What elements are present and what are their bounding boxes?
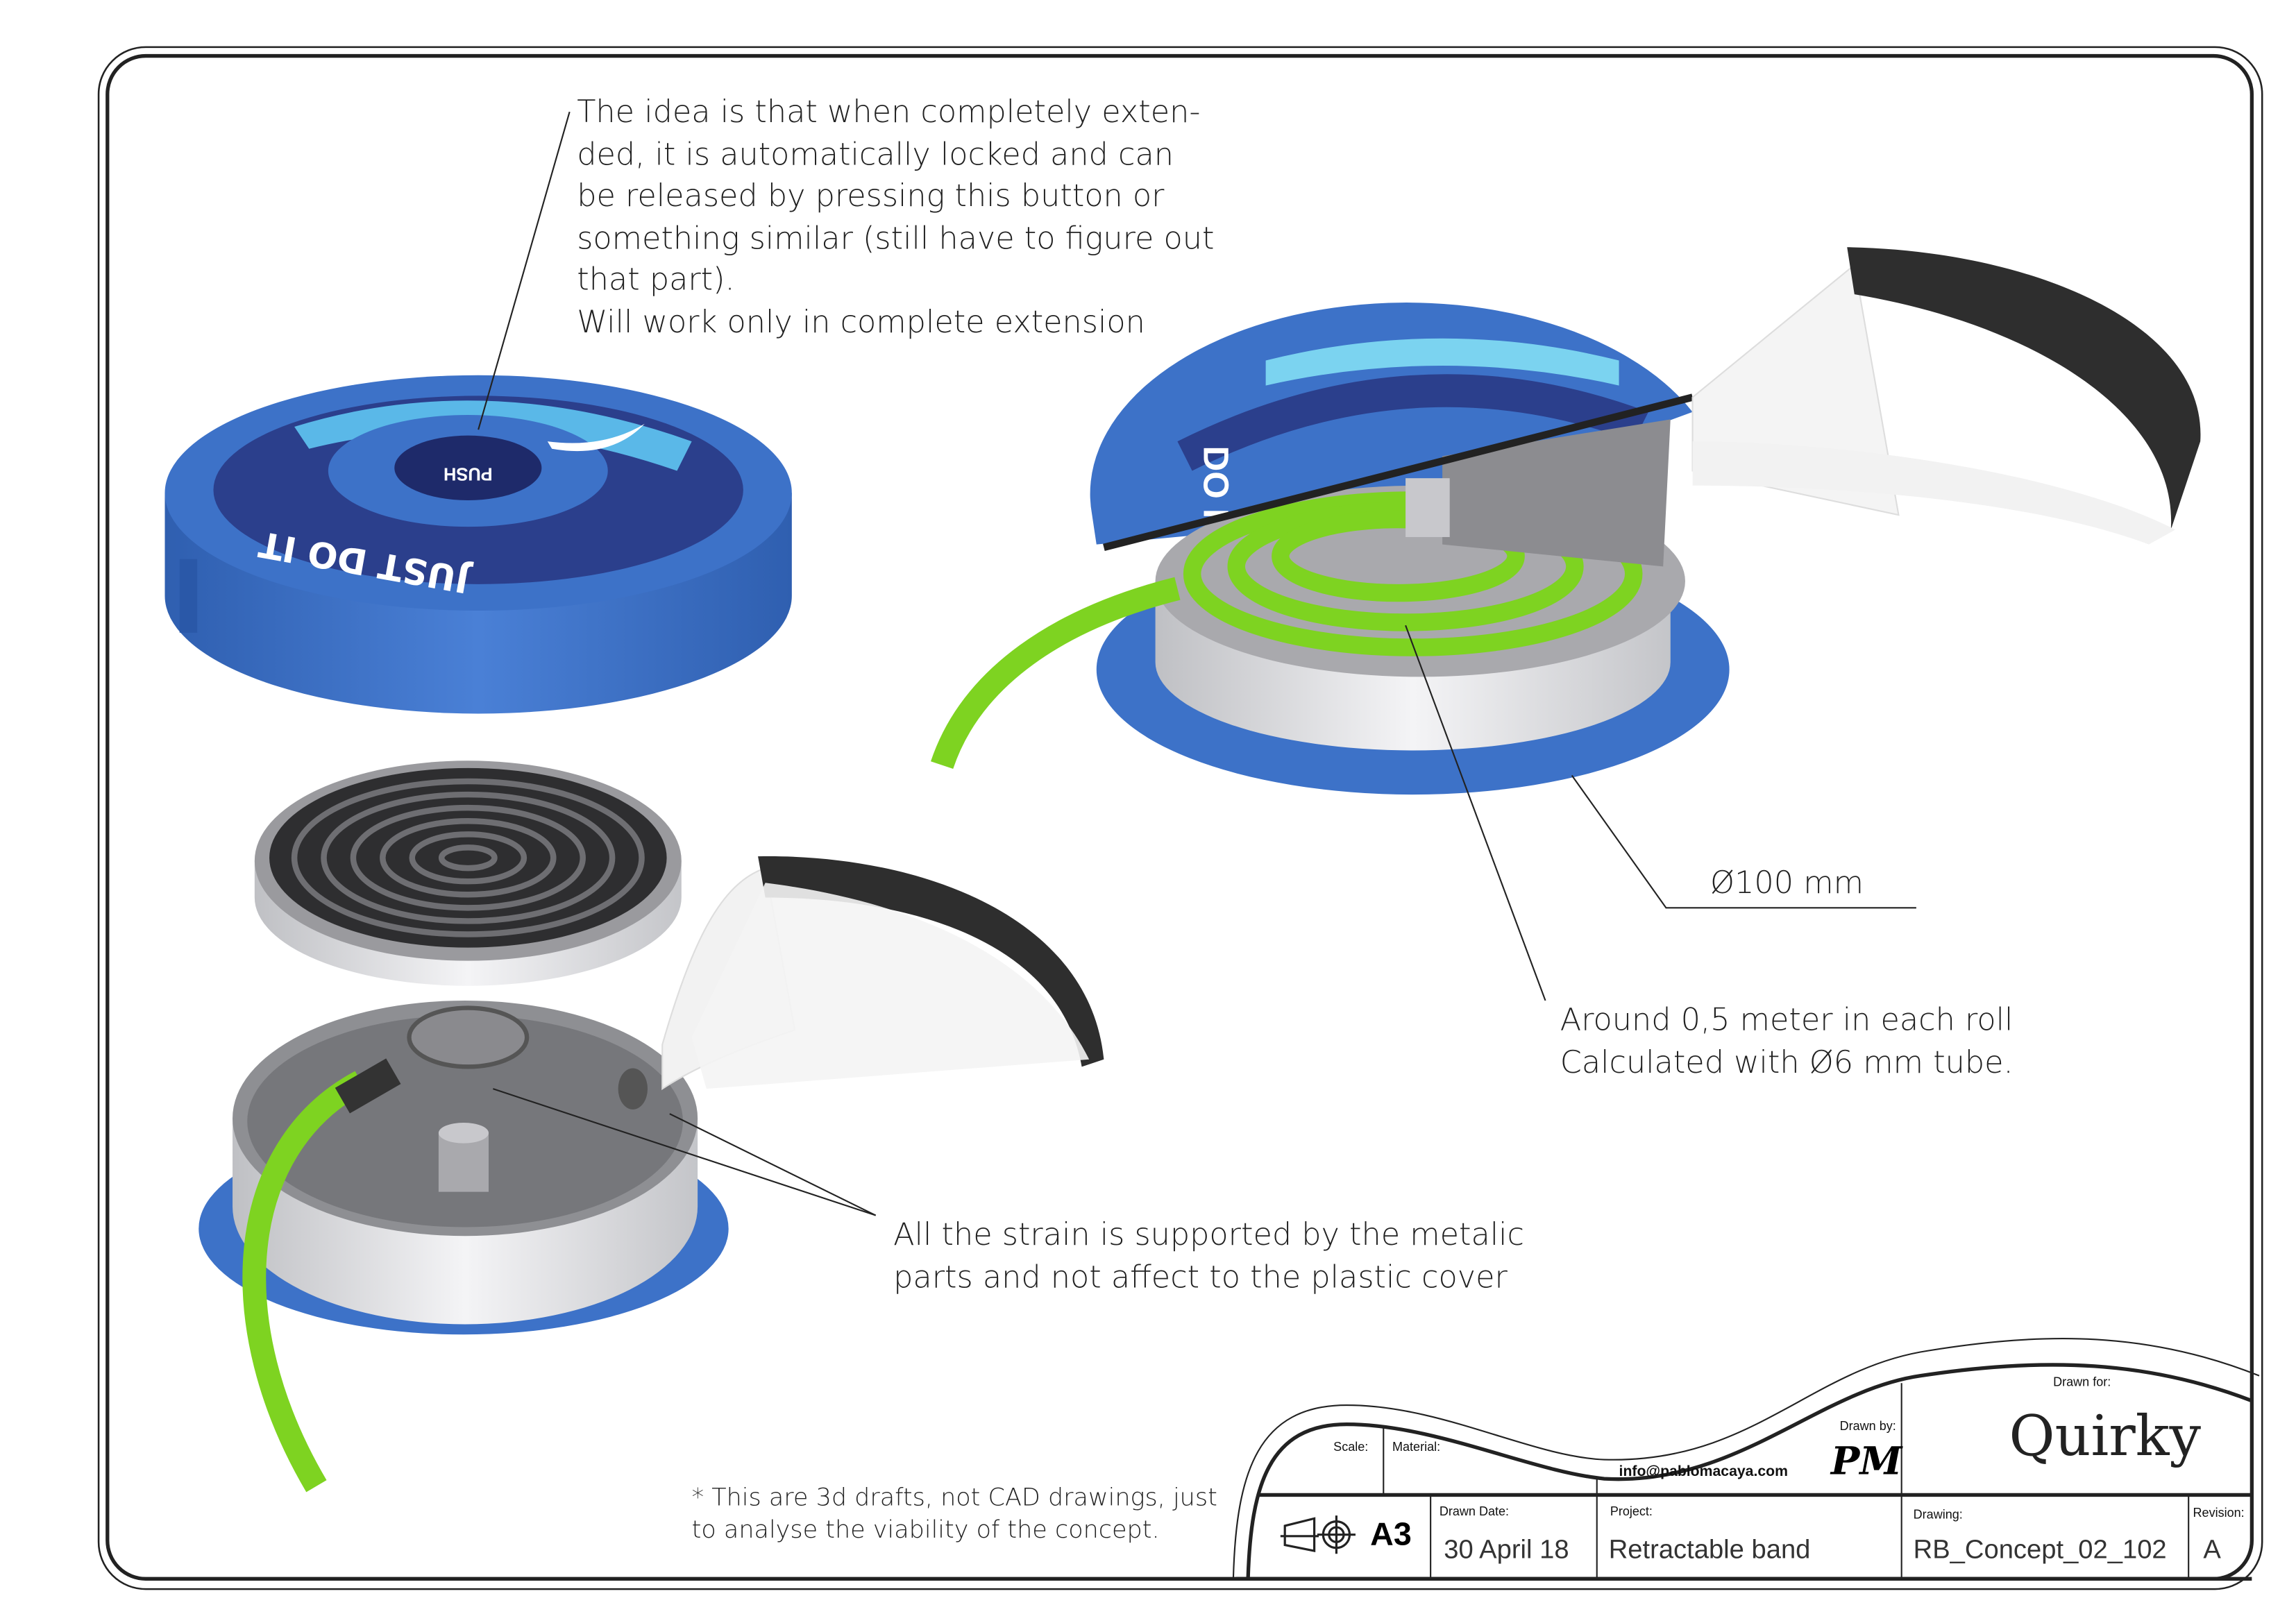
note-line: Will work only in complete extension [577, 303, 1145, 339]
project-label: Project: [1610, 1504, 1653, 1519]
title-block-lines [1232, 1338, 2260, 1581]
drawn-date: 30 April 18 [1444, 1534, 1569, 1565]
note-line: parts and not affect to the plastic cove… [893, 1259, 1508, 1294]
projection-icon [1280, 1515, 1356, 1554]
note-line: ded, it is automatically locked and can [577, 136, 1174, 172]
signature: PM [1830, 1440, 1902, 1485]
drawing-number: RB_Concept_02_102 [1913, 1534, 2167, 1565]
scale-label: Scale: [1333, 1438, 1369, 1454]
sheet-size: A3 [1370, 1515, 1412, 1553]
note-line: * This are 3d drafts, not CAD drawings, … [691, 1483, 1217, 1511]
spiral-disc-render [254, 760, 682, 986]
project-name: Retractable band [1608, 1534, 1811, 1565]
assembled-render: DO IT [931, 247, 2201, 795]
revision-value: A [2203, 1534, 2221, 1565]
drawing-label: Drawing: [1913, 1506, 1963, 1522]
outer-border [97, 46, 2263, 1590]
cap-render: PUSH JUST DO IT [164, 375, 792, 714]
author-email: info@pablomacaya.com [1619, 1463, 1788, 1481]
note-line: The idea is that when completely exten- [577, 94, 1201, 130]
note-line: that part). [577, 262, 735, 298]
material-label: Material: [1392, 1438, 1441, 1454]
drawn-for-label: Drawn for: [2053, 1374, 2111, 1389]
revision-label: Revision: [2193, 1505, 2245, 1520]
leader-lines [478, 111, 1916, 1216]
note-line: Calculated with Ø6 mm tube. [1560, 1044, 2014, 1080]
lock-mechanism-note: The idea is that when completely exten-d… [577, 91, 1214, 343]
note-line: something similar (still have to figure … [577, 220, 1215, 255]
inner-border [105, 53, 2254, 1581]
cap-button-text: PUSH [444, 464, 493, 483]
client-logo: Quirky [2009, 1403, 2202, 1469]
drawn-date-label: Drawn Date: [1439, 1504, 1510, 1519]
note-line: Around 0,5 meter in each roll [1560, 1002, 2014, 1037]
diameter-dimension: Ø100 mm [1710, 865, 1864, 901]
note-line: be released by pressing this button or [577, 178, 1165, 214]
strain-note: All the strain is supported by the metal… [893, 1214, 1524, 1298]
base-render [199, 856, 1104, 1493]
note-line: to analyse the viability of the concept. [691, 1515, 1160, 1544]
draft-footnote: * This are 3d drafts, not CAD drawings, … [692, 1481, 1217, 1546]
note-line: All the strain is supported by the metal… [893, 1216, 1525, 1252]
drawn-by-label: Drawn by: [1839, 1418, 1896, 1434]
